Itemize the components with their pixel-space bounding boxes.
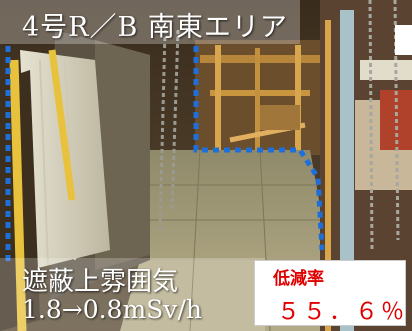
photo-title: 4号R／B 南東エリア	[22, 12, 288, 43]
caption-line-2: 1.8→0.8mSv/h	[22, 295, 202, 324]
title-banner	[0, 0, 300, 44]
caption-banner	[0, 258, 265, 331]
caption-line-1: 遮蔽上雰囲気	[22, 267, 179, 297]
reduction-rate-box: 低減率 ５５．６％	[254, 260, 406, 326]
reduction-rate-value: ５５．６％	[277, 299, 407, 325]
reduction-rate-label: 低減率	[273, 269, 324, 289]
